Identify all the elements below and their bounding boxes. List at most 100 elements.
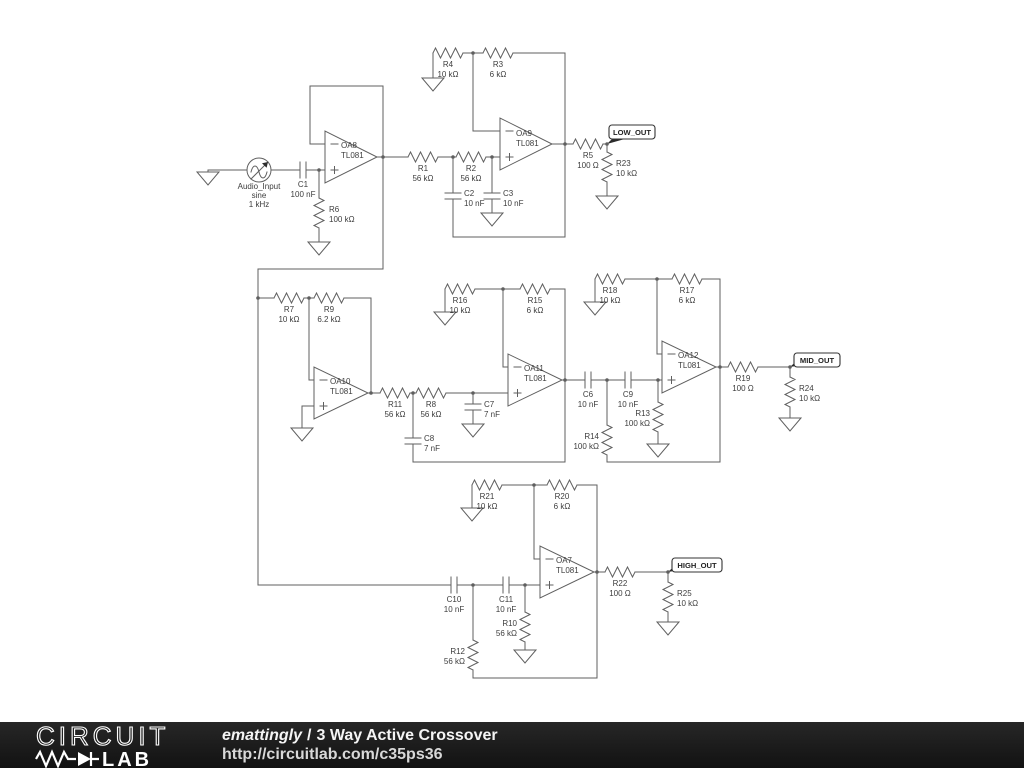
circuitlab-logo: CIRCUIT LAB	[35, 722, 166, 768]
resistor-value: 100 kΩ	[624, 419, 650, 428]
resistor-R14[interactable]: R14 100 kΩ	[573, 424, 613, 456]
resistor-value: 100 Ω	[609, 589, 631, 598]
grounds	[196, 77, 802, 664]
opamp-triangle	[324, 130, 379, 184]
opamp-name: OA7	[556, 556, 573, 565]
resistor-R12[interactable]: R12 56 kΩ	[444, 639, 479, 671]
opamp-OA11[interactable]: OA11 TL081	[507, 353, 564, 407]
resistor-value: 56 kΩ	[384, 410, 405, 419]
opamp-OA8[interactable]: OA8 TL081	[324, 130, 379, 184]
resistor-R1[interactable]: R1 56 kΩ	[407, 151, 439, 183]
resistor-R6[interactable]: R6 100 kΩ	[313, 197, 355, 229]
resistor-R18[interactable]: R18 10 kΩ	[594, 273, 626, 305]
resistor-name: R2	[466, 164, 477, 173]
opamp-name: OA11	[524, 364, 544, 373]
sine-wave-icon	[250, 165, 268, 179]
capacitor-C3[interactable]: C3 10 nF	[483, 189, 524, 208]
capacitor-name: C10	[447, 595, 462, 604]
opamp-input-signs	[330, 143, 339, 174]
opamp-OA12[interactable]: OA12 TL081	[661, 340, 718, 394]
capacitor-value: 10 nF	[444, 605, 465, 614]
resistor-value: 10 kΩ	[449, 306, 470, 315]
resistor-name: R5	[583, 151, 594, 160]
resistor-symbol	[519, 283, 551, 295]
resistor-R3[interactable]: R3 6 kΩ	[482, 47, 514, 79]
resistor-symbol	[572, 138, 604, 150]
resistor-R17[interactable]: R17 6 kΩ	[671, 273, 703, 305]
resistor-R5[interactable]: R5 100 Ω	[572, 138, 604, 170]
resistor-R21[interactable]: R21 10 kΩ	[471, 479, 503, 511]
ground-icon	[513, 649, 537, 664]
resistor-R23[interactable]: R23 10 kΩ	[601, 151, 637, 183]
resistor-R4[interactable]: R4 10 kΩ	[432, 47, 464, 79]
resistor-name: R6	[329, 205, 340, 214]
capacitor-C11[interactable]: C11 10 nF	[493, 576, 519, 614]
resistor-R16[interactable]: R16 10 kΩ	[444, 283, 476, 315]
resistor-R22[interactable]: R22 100 Ω	[604, 566, 636, 598]
resistor-R2[interactable]: R2 56 kΩ	[455, 151, 487, 183]
opamp-OA10[interactable]: OA10 TL081	[313, 366, 370, 420]
opamp-model: TL081	[524, 374, 547, 383]
opamp-OA9[interactable]: OA9 TL081	[499, 117, 554, 171]
resistor-R24[interactable]: R24 10 kΩ	[784, 376, 820, 408]
resistor-value: 56 kΩ	[460, 174, 481, 183]
resistor-name: R12	[450, 647, 465, 656]
resistor-symbol	[455, 151, 487, 163]
flag-label: MID_OUT	[800, 356, 835, 365]
net-flag-mid-out[interactable]: MID_OUT	[790, 352, 841, 368]
ground-icon	[595, 195, 619, 210]
opamp-name: OA9	[516, 129, 533, 138]
resistor-value: 10 kΩ	[437, 70, 458, 79]
resistor-name: R4	[443, 60, 454, 69]
logo-diode-icon	[78, 752, 91, 766]
wire-path-bottom	[465, 484, 669, 679]
capacitor-symbol	[404, 437, 422, 445]
capacitor-C10[interactable]: C10 10 nF	[441, 576, 467, 614]
resistor-symbol	[313, 197, 325, 229]
resistor-R13[interactable]: R13 100 kΩ	[624, 401, 664, 433]
resistor-R9[interactable]: R9 6.2 kΩ	[313, 292, 345, 324]
capacitor-name: C6	[583, 390, 594, 399]
resistor-R19[interactable]: R19 100 Ω	[727, 361, 759, 393]
capacitor-C1[interactable]: C1 100 nF	[290, 161, 316, 199]
capacitor-value: 7 nF	[424, 444, 440, 453]
opamp-OA7[interactable]: OA7 TL081	[539, 545, 596, 599]
resistor-symbol	[652, 401, 664, 433]
resistor-R20[interactable]: R20 6 kΩ	[546, 479, 578, 511]
resistor-R10[interactable]: R10 56 kΩ	[496, 611, 531, 643]
resistor-R15[interactable]: R15 6 kΩ	[519, 283, 551, 315]
capacitor-C8[interactable]: C8 7 nF	[404, 434, 440, 453]
source-audio-input[interactable]: Audio_Input sine 1 kHz	[238, 157, 281, 209]
opamp-name: OA8	[341, 141, 358, 150]
net-flag-low-out[interactable]: LOW_OUT	[607, 124, 656, 144]
resistor-name: R25	[677, 589, 692, 598]
resistor-R11[interactable]: R11 56 kΩ	[379, 387, 411, 419]
source-waveform: sine	[252, 191, 267, 200]
resistor-symbol	[482, 47, 514, 59]
resistor-value: 100 Ω	[732, 384, 754, 393]
opamp-name: OA10	[330, 377, 351, 386]
capacitor-C7[interactable]: C7 7 nF	[464, 400, 500, 419]
capacitor-C2[interactable]: C2 10 nF	[444, 189, 485, 208]
resistor-R25[interactable]: R25 10 kΩ	[662, 581, 698, 613]
capacitor-name: C3	[503, 189, 514, 198]
net-flag-high-out[interactable]: HIGH_OUT	[668, 557, 723, 573]
resistor-symbol	[471, 479, 503, 491]
source-symbol	[246, 157, 272, 183]
resistor-R8[interactable]: R8 56 kΩ	[415, 387, 447, 419]
ground-icon	[646, 443, 670, 458]
capacitor-C9[interactable]: C9 10 nF	[615, 371, 641, 409]
resistor-value: 6.2 kΩ	[317, 315, 340, 324]
opamp-input-signs	[545, 558, 554, 589]
capacitor-symbol	[290, 161, 316, 179]
resistor-R7[interactable]: R7 10 kΩ	[273, 292, 305, 324]
resistor-name: R20	[555, 492, 570, 501]
ground-icon	[290, 427, 314, 442]
opamp-input-signs	[319, 379, 328, 410]
resistor-name: R7	[284, 305, 295, 314]
capacitor-C6[interactable]: C6 10 nF	[575, 371, 601, 409]
resistor-name: R21	[480, 492, 495, 501]
wires	[207, 52, 791, 679]
resistor-value: 10 kΩ	[278, 315, 299, 324]
schematic-canvas[interactable]: Audio_Input sine 1 kHz OA8 TL081 OA9 TL0…	[0, 0, 1024, 722]
